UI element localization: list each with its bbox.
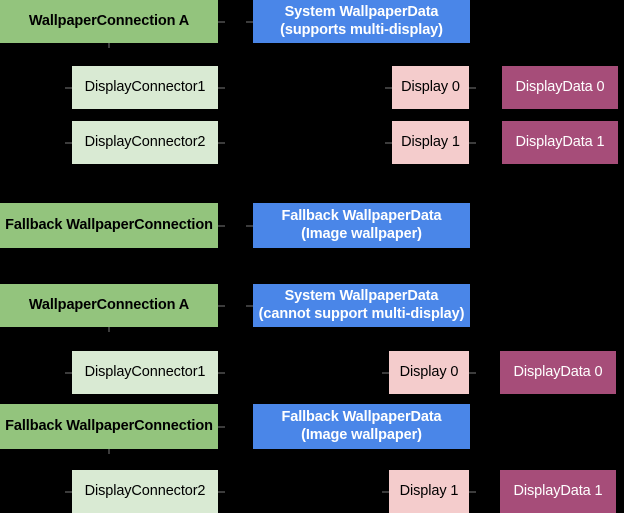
connector-edge bbox=[65, 87, 72, 89]
connector-edge bbox=[469, 372, 476, 374]
node-label: Fallback WallpaperData (Image wallpaper) bbox=[281, 409, 442, 443]
node-label: Display 0 bbox=[401, 78, 460, 95]
connector-edge bbox=[108, 449, 110, 454]
node-display-data-0-top[interactable]: DisplayData 0 bbox=[502, 66, 618, 109]
node-fallback-wallpaperdata-bottom[interactable]: Fallback WallpaperData (Image wallpaper) bbox=[253, 404, 470, 449]
node-display-data-1-top[interactable]: DisplayData 1 bbox=[502, 121, 618, 164]
connector-edge bbox=[382, 372, 389, 374]
node-display-data-0-bottom[interactable]: DisplayData 0 bbox=[500, 351, 616, 394]
connector-edge bbox=[469, 87, 476, 89]
connector-edge bbox=[218, 305, 225, 307]
node-display-1-top[interactable]: Display 1 bbox=[392, 121, 469, 164]
node-label: Display 1 bbox=[399, 482, 459, 499]
connector-edge bbox=[469, 491, 476, 493]
connector-edge bbox=[108, 43, 110, 48]
node-label: DisplayData 1 bbox=[513, 482, 603, 499]
node-label: DisplayConnector2 bbox=[84, 482, 206, 499]
connector-edge bbox=[65, 491, 72, 493]
node-system-wallpaperdata-multi[interactable]: System WallpaperData (supports multi-dis… bbox=[253, 0, 470, 43]
node-label: Fallback WallpaperConnection bbox=[5, 216, 213, 233]
connector-edge bbox=[218, 225, 225, 227]
connector-edge bbox=[65, 142, 72, 144]
connector-edge bbox=[218, 21, 225, 23]
node-label: DisplayData 1 bbox=[515, 133, 605, 150]
connector-edge bbox=[385, 142, 392, 144]
node-wallpaper-connection-a-bottom[interactable]: WallpaperConnection A bbox=[0, 284, 218, 327]
node-display-connector-2-top[interactable]: DisplayConnector2 bbox=[72, 121, 218, 164]
connector-edge bbox=[385, 87, 392, 89]
node-label: Fallback WallpaperData (Image wallpaper) bbox=[281, 208, 442, 242]
node-display-0-top[interactable]: Display 0 bbox=[392, 66, 469, 109]
node-label: System WallpaperData (supports multi-dis… bbox=[280, 4, 443, 38]
node-fallback-wallpaper-connection-bottom[interactable]: Fallback WallpaperConnection bbox=[0, 404, 218, 449]
node-display-connector-1-bottom[interactable]: DisplayConnector1 bbox=[72, 351, 218, 394]
connector-edge bbox=[218, 491, 225, 493]
node-system-wallpaperdata-single[interactable]: System WallpaperData (cannot support mul… bbox=[253, 284, 470, 327]
connector-edge bbox=[108, 327, 110, 332]
connector-edge bbox=[65, 372, 72, 374]
connector-edge bbox=[382, 491, 389, 493]
node-label: DisplayData 0 bbox=[515, 78, 605, 95]
connector-edge bbox=[246, 21, 253, 23]
connector-edge bbox=[246, 305, 253, 307]
node-fallback-wallpaperdata-top[interactable]: Fallback WallpaperData (Image wallpaper) bbox=[253, 203, 470, 248]
connector-edge bbox=[218, 372, 225, 374]
node-display-connector-2-bottom[interactable]: DisplayConnector2 bbox=[72, 470, 218, 513]
node-display-connector-1-top[interactable]: DisplayConnector1 bbox=[72, 66, 218, 109]
connector-edge bbox=[218, 87, 225, 89]
node-label: DisplayConnector1 bbox=[84, 363, 206, 380]
node-label: DisplayConnector2 bbox=[84, 133, 206, 150]
connector-edge bbox=[469, 142, 476, 144]
node-label: WallpaperConnection A bbox=[28, 12, 190, 29]
connector-edge bbox=[218, 142, 225, 144]
node-display-0-bottom[interactable]: Display 0 bbox=[389, 351, 469, 394]
connector-edge bbox=[246, 225, 253, 227]
node-display-1-bottom[interactable]: Display 1 bbox=[389, 470, 469, 513]
node-label: DisplayData 0 bbox=[513, 363, 603, 380]
node-label: System WallpaperData (cannot support mul… bbox=[258, 288, 465, 322]
connector-edge bbox=[218, 426, 225, 428]
node-label: Fallback WallpaperConnection bbox=[5, 417, 213, 434]
node-wallpaper-connection-a-top[interactable]: WallpaperConnection A bbox=[0, 0, 218, 43]
node-label: Display 0 bbox=[399, 363, 459, 380]
node-display-data-1-bottom[interactable]: DisplayData 1 bbox=[500, 470, 616, 513]
node-label: DisplayConnector1 bbox=[84, 78, 206, 95]
node-label: Display 1 bbox=[401, 133, 460, 150]
node-label: WallpaperConnection A bbox=[28, 296, 190, 313]
node-fallback-wallpaper-connection-top[interactable]: Fallback WallpaperConnection bbox=[0, 203, 218, 248]
